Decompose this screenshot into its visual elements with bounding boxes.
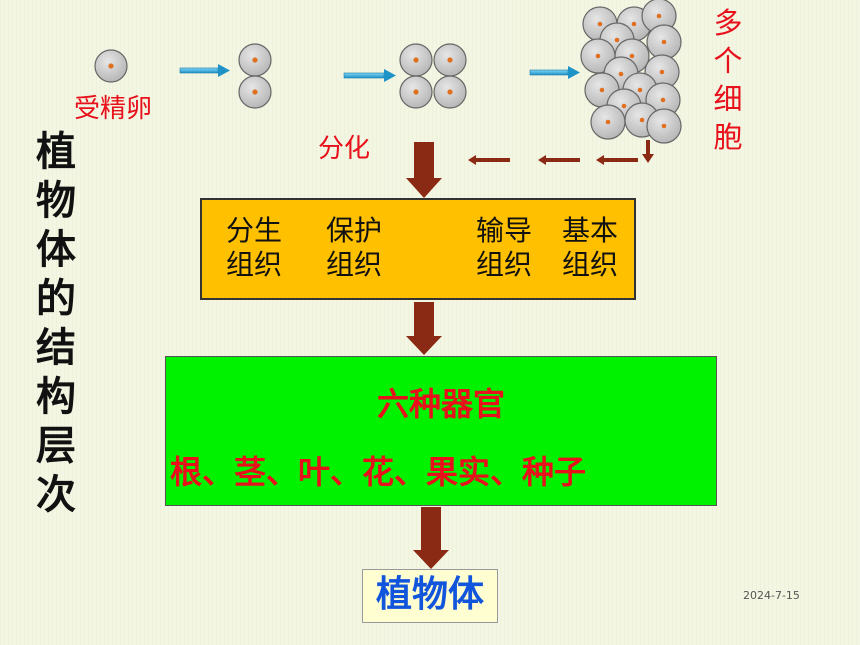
down-arrow-to-plant — [413, 507, 449, 569]
cell-cluster — [580, 0, 682, 144]
division-arrow-2 — [343, 69, 396, 82]
plant-body-box: 植物体 — [362, 569, 498, 623]
differentiation-left-arrows — [468, 155, 638, 165]
cluster-down-arrow — [642, 140, 654, 163]
page-title-vertical: 植 物 体 的 结 构 层 次 — [36, 129, 76, 518]
down-arrow-to-organs — [406, 302, 442, 355]
single-cell — [94, 49, 128, 83]
division-arrow-3 — [529, 66, 580, 79]
organs-list: 根、茎、叶、花、果实、种子 — [170, 453, 587, 491]
ground-tissue: 基本 组织 — [562, 214, 619, 281]
organs-box: 六种器官 根、茎、叶、花、果实、种子 — [165, 356, 717, 506]
organs-title: 六种器官 — [376, 385, 505, 423]
fertilized-egg-label: 受精卵 — [74, 94, 153, 124]
down-arrow-to-tissues — [406, 142, 442, 198]
many-cells-label: 多 个 细 胞 — [713, 6, 743, 154]
meristematic-tissue: 分生 组织 — [226, 214, 283, 281]
protective-tissue: 保护 组织 — [326, 214, 383, 281]
conducting-tissue: 输导 组织 — [476, 214, 533, 281]
slide-date: 2024-7-15 — [743, 589, 800, 602]
tissues-box: 分生 组织 保护 组织 输导 组织 基本 组织 — [200, 198, 636, 300]
cell-cluster-nuclei — [595, 13, 667, 129]
four-cells — [399, 43, 467, 109]
two-cells — [238, 43, 272, 109]
differentiation-label: 分化 — [318, 134, 371, 164]
division-arrow-1 — [179, 64, 230, 77]
